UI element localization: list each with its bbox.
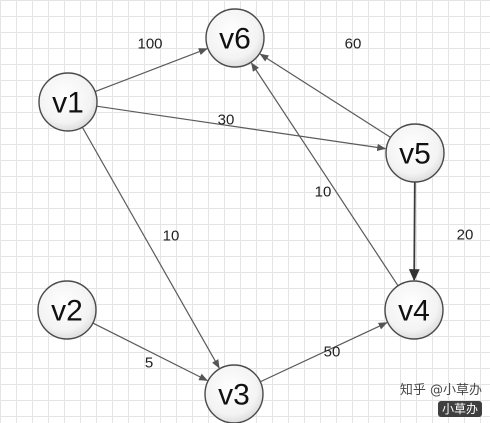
edge-weight-v2-v3: 5 — [145, 355, 153, 372]
node-circle-v3 — [204, 364, 264, 423]
edge-weight-v5-v6: 60 — [345, 36, 362, 53]
edge-v1-v5 — [96, 105, 387, 152]
node-circle-v5 — [385, 123, 445, 183]
node-label-v1: v1 — [52, 87, 84, 120]
edge-v5-v4 — [408, 181, 420, 282]
edge-weight-v1-v5: 30 — [218, 112, 235, 129]
node-v4: v4 — [384, 280, 444, 340]
node-label-v6: v6 — [219, 23, 251, 56]
node-circle-v2 — [37, 280, 97, 340]
node-v5: v5 — [385, 123, 445, 183]
node-label-v2: v2 — [51, 295, 83, 328]
watermark: 知乎 @小草办 小草办 — [400, 383, 482, 417]
node-label-v4: v4 — [398, 295, 430, 328]
watermark-line1: 知乎 @小草办 — [399, 383, 482, 399]
edge-weight-v4-v6: 10 — [315, 184, 332, 201]
node-v1: v1 — [38, 72, 98, 132]
node-circle-v1 — [38, 72, 98, 132]
edge-v4-v6 — [250, 62, 399, 287]
edge-v3-v4 — [260, 322, 388, 383]
edge-weight-v5-v4: 20 — [457, 227, 474, 244]
edge-v5-v6 — [259, 53, 391, 138]
edges-layer: 100 30 10 5 50 10 60 20 — [81, 36, 474, 383]
edge-weight-v3-v4: 50 — [324, 344, 341, 361]
node-circle-v4 — [384, 280, 444, 340]
node-label-v3: v3 — [218, 379, 250, 412]
edge-v1-v6 — [94, 48, 208, 93]
nodes-layer: v1 v2 v3 v4 v5 v6 — [37, 8, 445, 423]
node-circle-v6 — [205, 8, 265, 68]
edge-v2-v3 — [92, 322, 209, 382]
watermark-line2: 小草办 — [437, 400, 482, 417]
node-v2: v2 — [37, 280, 97, 340]
node-v3: v3 — [204, 364, 264, 423]
edge-v1-v3 — [81, 126, 220, 369]
edge-weight-v1-v3: 10 — [163, 228, 180, 245]
node-v6: v6 — [205, 8, 265, 68]
node-label-v5: v5 — [399, 138, 431, 171]
edge-weight-v1-v6: 100 — [137, 36, 162, 53]
